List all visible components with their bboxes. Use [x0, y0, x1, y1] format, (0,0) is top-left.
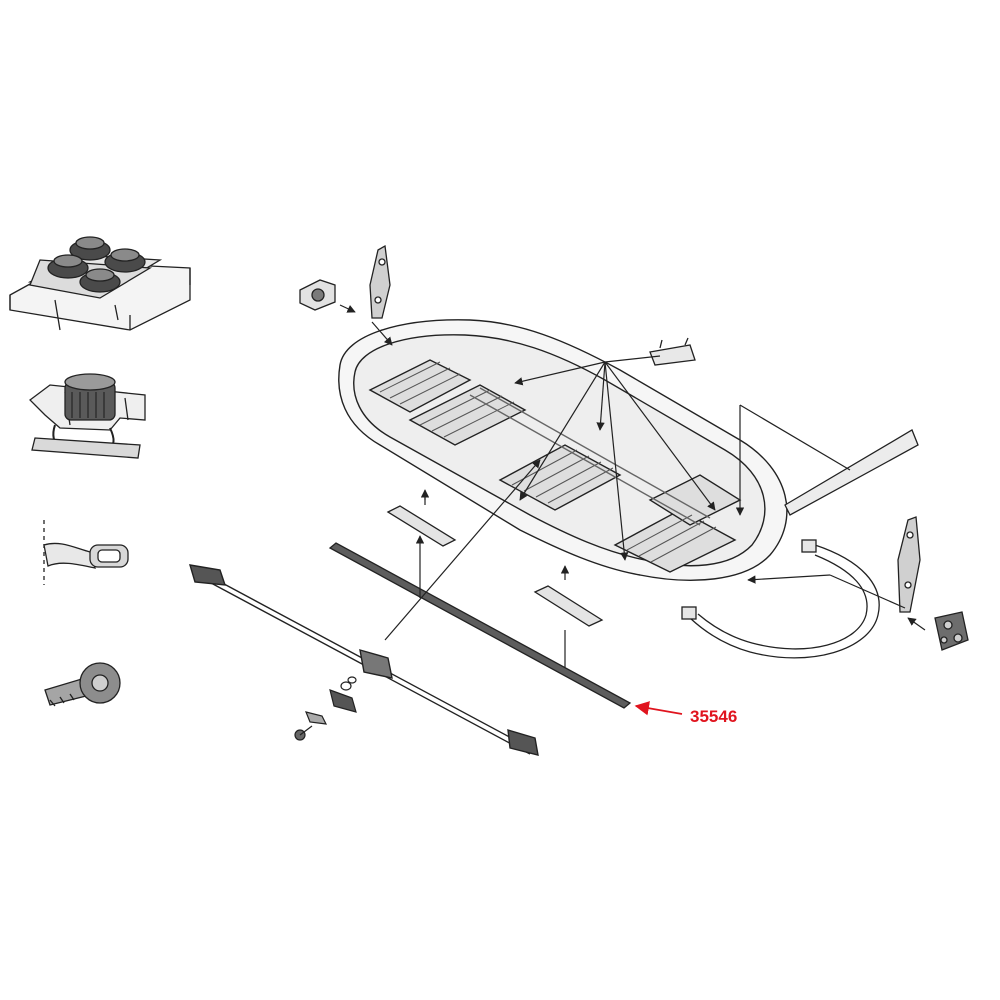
key-part	[44, 662, 121, 707]
lock-cylinder-top-part	[299, 279, 336, 311]
locking-rod-part	[189, 564, 539, 756]
hinge-right-part	[897, 516, 921, 613]
clamp-knob-assembly-part	[29, 373, 146, 459]
mounting-bracket-with-knobs-part	[9, 236, 191, 331]
small-bracket-part	[649, 337, 696, 366]
strap-with-buckle-part	[43, 520, 129, 585]
foot-pad-right-part	[533, 585, 604, 627]
rim-strip-part	[681, 539, 880, 659]
lock-block-right-part	[934, 611, 969, 651]
part-number-label: 35546	[690, 707, 737, 726]
screws-and-washers-part	[294, 676, 357, 741]
callout-arrow	[634, 701, 683, 716]
roof-box-base-part	[338, 319, 788, 581]
foot-pad-left-part	[386, 505, 457, 547]
hinge-top-part	[369, 244, 391, 319]
part-number-callout: 35546	[634, 701, 737, 726]
highlighted-rubber-strip-part	[328, 542, 632, 709]
lid-support-strap-part	[784, 429, 919, 516]
assembly-arrows	[339, 304, 926, 668]
